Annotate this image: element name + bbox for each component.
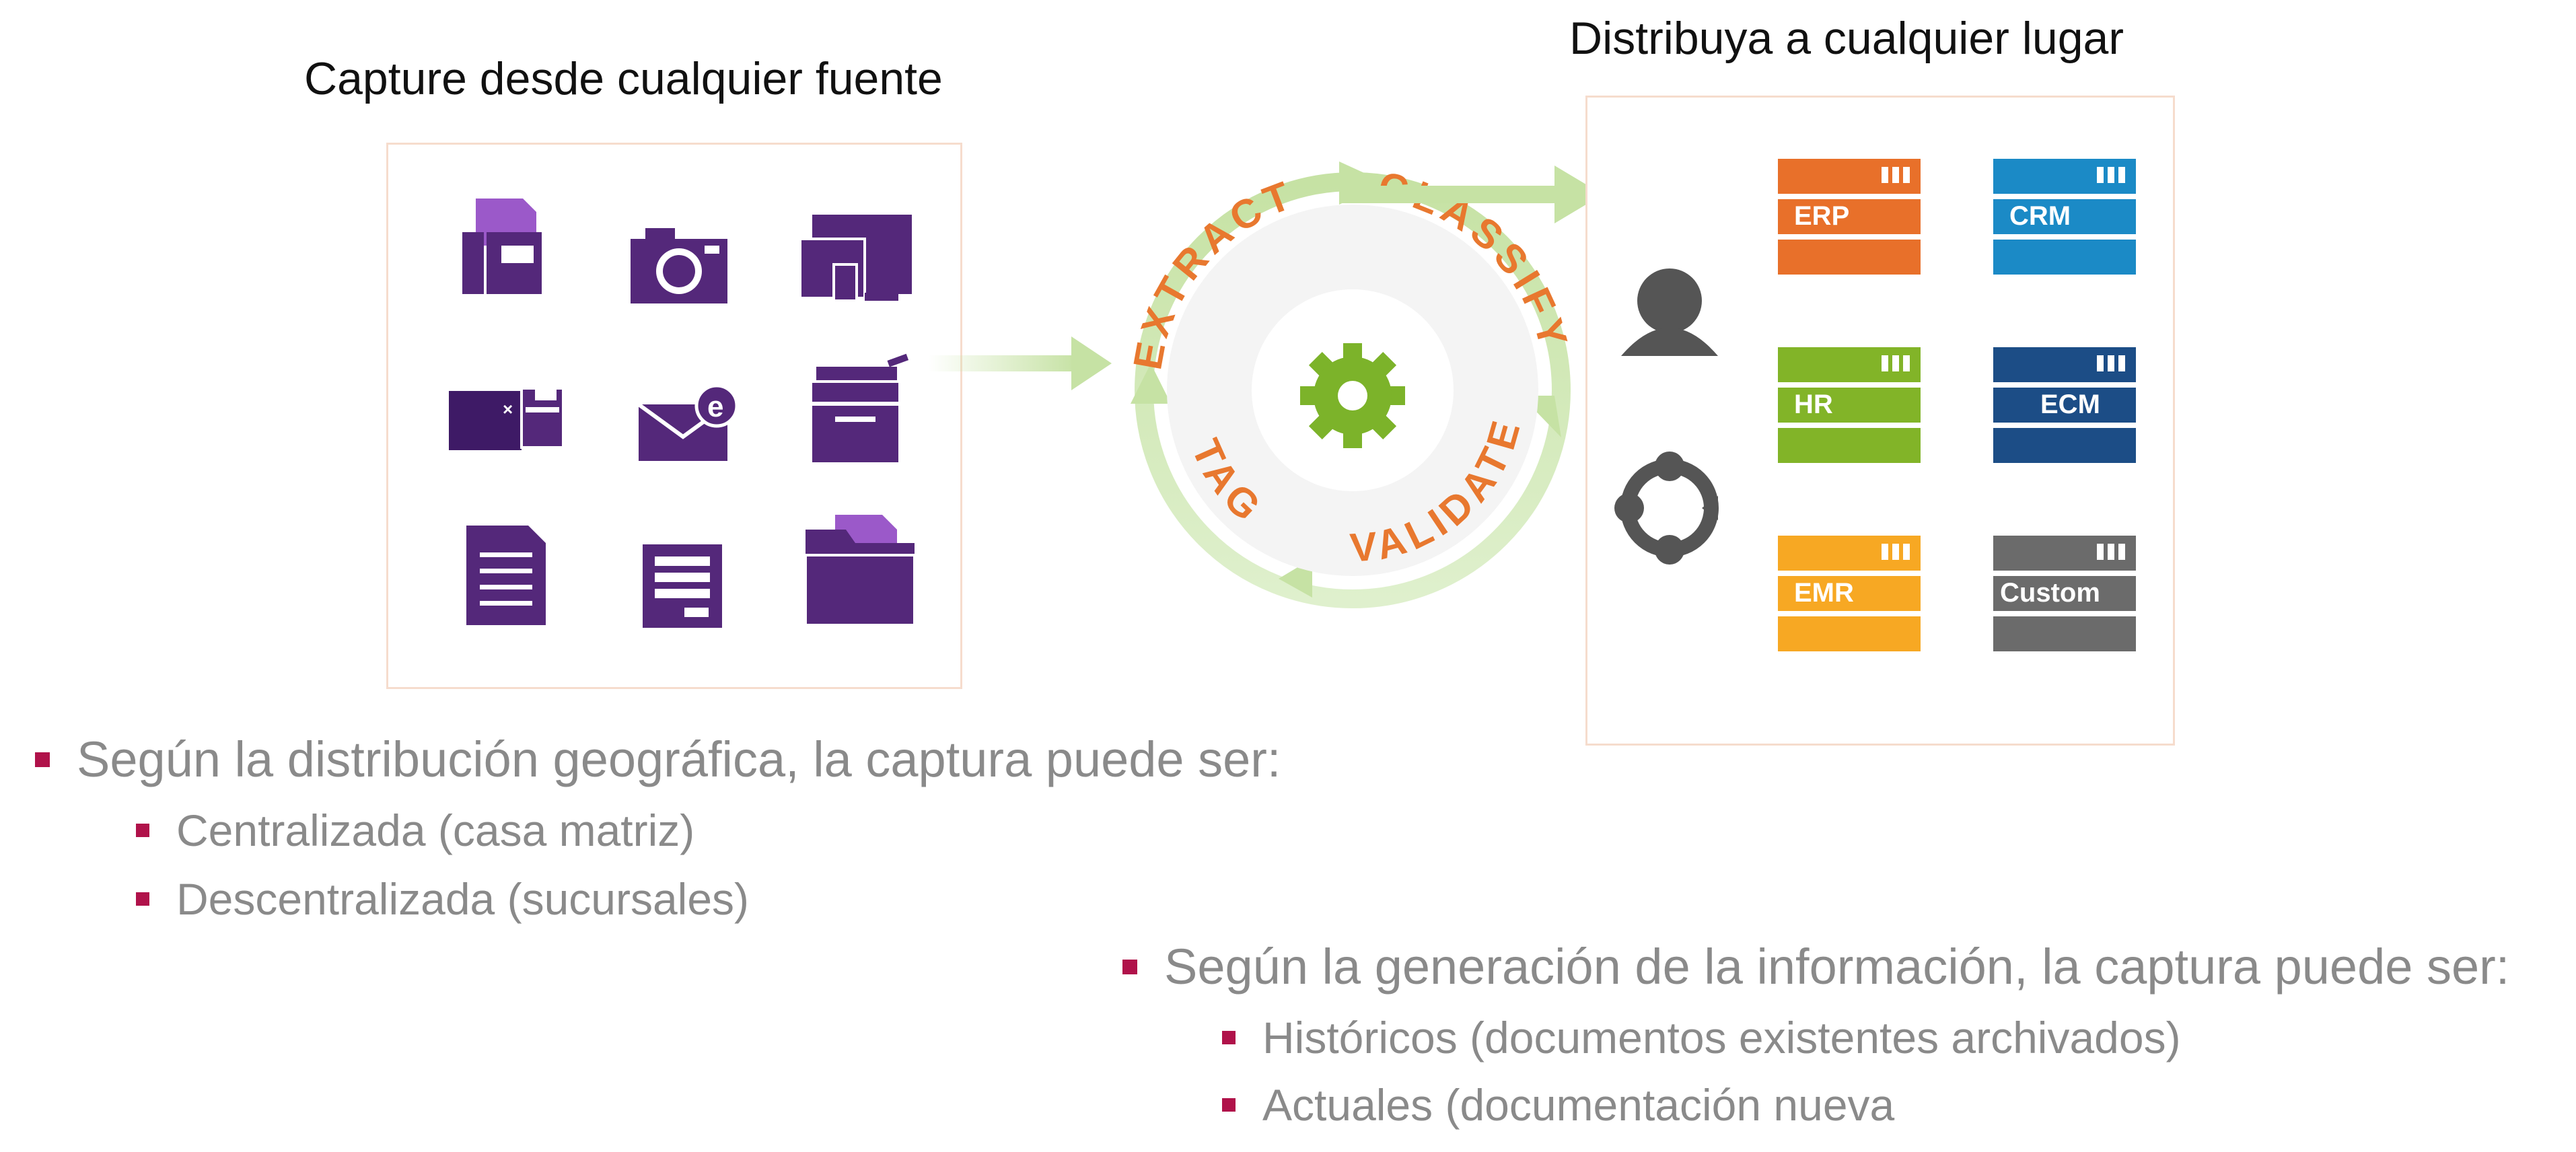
- server-ecm: ECM: [1993, 347, 2141, 472]
- server-custom: Custom: [1993, 536, 2141, 660]
- scanner-document-icon: [462, 199, 542, 294]
- bullet-geo: Según la distribución geográfica, la cap…: [35, 731, 1281, 788]
- email-icon: e: [637, 384, 739, 461]
- server-label-emr: EMR: [1794, 578, 1854, 608]
- capture-icons: × e: [449, 199, 916, 628]
- camera-icon: [631, 228, 727, 303]
- server-label-crm: CRM: [2009, 201, 2071, 231]
- bullet-square: [136, 892, 149, 906]
- distribute-title: Distribuya a cualquier lugar: [1569, 13, 2124, 64]
- bullet-square: [35, 752, 50, 767]
- capture-sources-panel: × e: [386, 143, 962, 689]
- server-label-custom: Custom: [2000, 578, 2100, 608]
- workflow-icon: [1614, 452, 1719, 565]
- mfp-printer-icon: [812, 353, 909, 462]
- bullet-geo-item-1-text: Centralizada (casa matriz): [176, 805, 695, 855]
- bullet-square: [1222, 1098, 1236, 1112]
- folder-icon: [804, 515, 916, 626]
- devices-icon: [799, 215, 912, 302]
- server-crm: CRM: [1993, 159, 2141, 283]
- svg-text:×: ×: [503, 399, 513, 419]
- bullet-geo-item-2-text: Descentralizada (sucursales): [176, 874, 750, 924]
- distribute-graphics: [1614, 268, 1719, 565]
- svg-text:e: e: [707, 390, 723, 423]
- bullet-gen-item-1-text: Históricos (documentos existentes archiv…: [1262, 1013, 2181, 1063]
- server-label-ecm: ECM: [2040, 390, 2100, 419]
- bullet-gen-item-2-text: Actuales (documentación nueva: [1262, 1080, 1895, 1130]
- form-document-icon: [643, 544, 722, 628]
- bullet-geo-item-2: Descentralizada (sucursales): [136, 873, 749, 925]
- user-icon: [1621, 268, 1718, 356]
- fax-icon: ×: [449, 387, 565, 450]
- server-label-hr: HR: [1794, 390, 1833, 419]
- processing-cycle: EXTRACT CLASSIFY TAG VALIDATE: [1124, 161, 1572, 608]
- cycle-to-distribute-arrow: [1339, 166, 1603, 223]
- bullet-gen-item-2: Actuales (documentación nueva: [1222, 1079, 1894, 1130]
- capture-title: Capture desde cualquier fuente: [304, 53, 943, 104]
- bullet-geo-item-1: Centralizada (casa matriz): [136, 805, 694, 856]
- capture-to-cycle-arrow: [929, 336, 1112, 390]
- server-hr: HR: [1778, 347, 1926, 472]
- bullet-geo-text: Según la distribución geográfica, la cap…: [77, 731, 1281, 787]
- server-label-erp: ERP: [1794, 201, 1849, 231]
- server-erp: ERP: [1778, 159, 1926, 283]
- bullet-square: [1122, 959, 1137, 974]
- bullet-gen-text: Según la generación de la información, l…: [1164, 939, 2510, 995]
- cycle-arrowhead-left: [1131, 363, 1171, 404]
- bullet-gen-item-1: Históricos (documentos existentes archiv…: [1222, 1012, 2181, 1063]
- bullet-square: [136, 824, 149, 837]
- gear-icon: [1300, 343, 1405, 448]
- server-emr: EMR: [1778, 536, 1926, 660]
- text-document-icon: [466, 526, 546, 625]
- bullet-square: [1222, 1031, 1236, 1044]
- bullet-gen: Según la generación de la información, l…: [1122, 938, 2509, 995]
